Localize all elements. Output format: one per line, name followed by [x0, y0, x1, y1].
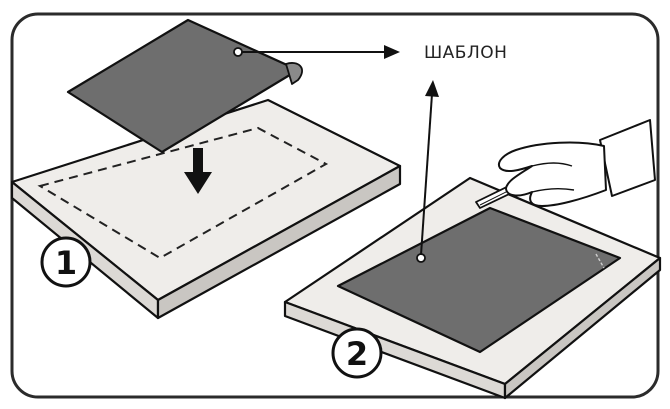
template-pointer-dot-2	[416, 253, 426, 263]
step-2-board	[283, 176, 662, 400]
template-corner-mark	[595, 253, 605, 269]
label-arrow-horizontal	[242, 45, 400, 59]
template-curled-corner	[285, 62, 303, 85]
down-arrow-icon	[184, 148, 212, 194]
step-1-number: 1	[55, 244, 77, 282]
label-arrow-vertical	[420, 80, 439, 256]
template-placement-outline	[37, 126, 329, 260]
template-pointer-dot-1	[233, 47, 243, 57]
hand-with-knife-icon	[475, 119, 656, 209]
board-1-right-side	[156, 164, 402, 320]
step-1-badge: 1	[40, 236, 92, 288]
template-sheet-laid	[336, 206, 622, 354]
board-2-right-side	[503, 256, 662, 400]
step-2-badge: 2	[331, 327, 383, 379]
template-label: ШАБЛОН	[424, 43, 507, 63]
step-2-number: 2	[346, 335, 368, 373]
template-sheet-1	[66, 18, 303, 154]
hand-fingers	[498, 141, 607, 207]
hand-sleeve	[599, 119, 656, 197]
